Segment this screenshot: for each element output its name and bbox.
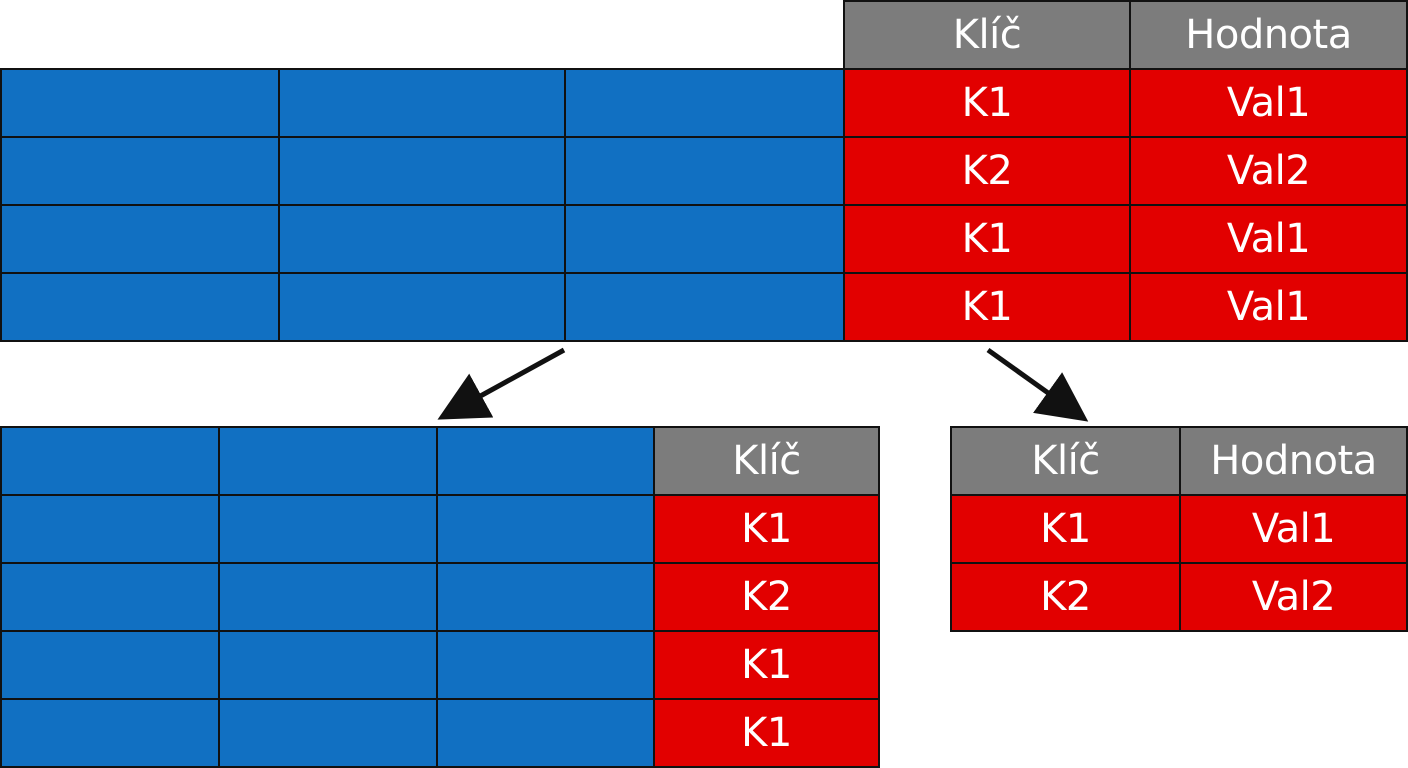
fact-row-5-col-3 xyxy=(436,698,655,768)
original-row-3-col-2 xyxy=(278,204,566,274)
fact-row-2-col-2 xyxy=(218,494,438,564)
fact-row-4-col-3 xyxy=(436,630,655,700)
lookup-row-1-value: Val1 xyxy=(1179,494,1408,564)
lookup-row-2-value: Val2 xyxy=(1179,562,1408,632)
arrow-right xyxy=(986,347,1089,422)
fact-row-4-col-1 xyxy=(0,630,220,700)
original-row-3-value: Val1 xyxy=(1129,204,1408,274)
original-row-3-key: K1 xyxy=(843,204,1131,274)
original-row-1-key: K1 xyxy=(843,68,1131,138)
fact-row-1-key: K1 xyxy=(653,494,880,564)
original-row-2-key: K2 xyxy=(843,136,1131,206)
fact-row-1-col-2 xyxy=(218,426,438,496)
original-row-2-col-1 xyxy=(0,136,280,206)
original-row-1-value: Val1 xyxy=(1129,68,1408,138)
original-row-2-value: Val2 xyxy=(1129,136,1408,206)
lookup-header-value: Hodnota xyxy=(1179,426,1408,496)
arrow-left xyxy=(437,347,566,420)
fact-row-1-col-3 xyxy=(436,426,655,496)
original-row-3-col-1 xyxy=(0,204,280,274)
original-row-4-col-1 xyxy=(0,272,280,342)
fact-row-3-col-1 xyxy=(0,562,220,632)
lookup-header-key: Klíč xyxy=(950,426,1181,496)
fact-row-3-key: K1 xyxy=(653,630,880,700)
original-row-2-col-2 xyxy=(278,136,566,206)
original-row-4-key: K1 xyxy=(843,272,1131,342)
fact-row-2-key: K2 xyxy=(653,562,880,632)
original-row-1-col-2 xyxy=(278,68,566,138)
fact-row-5-col-2 xyxy=(218,698,438,768)
fact-row-5-col-1 xyxy=(0,698,220,768)
fact-row-2-col-3 xyxy=(436,494,655,564)
fact-row-4-key: K1 xyxy=(653,698,880,768)
fact-header-key: Klíč xyxy=(653,426,880,496)
original-row-1-col-3 xyxy=(564,68,845,138)
fact-row-3-col-2 xyxy=(218,562,438,632)
fact-row-2-col-1 xyxy=(0,494,220,564)
original-header-value: Hodnota xyxy=(1129,0,1408,70)
original-row-4-col-2 xyxy=(278,272,566,342)
original-row-4-value: Val1 xyxy=(1129,272,1408,342)
fact-row-3-col-3 xyxy=(436,562,655,632)
original-row-2-col-3 xyxy=(564,136,845,206)
lookup-row-1-key: K1 xyxy=(950,494,1181,564)
original-header-key: Klíč xyxy=(843,0,1131,70)
fact-row-1-col-1 xyxy=(0,426,220,496)
original-row-1-col-1 xyxy=(0,68,280,138)
fact-row-4-col-2 xyxy=(218,630,438,700)
original-row-3-col-3 xyxy=(564,204,845,274)
original-row-4-col-3 xyxy=(564,272,845,342)
lookup-row-2-key: K2 xyxy=(950,562,1181,632)
